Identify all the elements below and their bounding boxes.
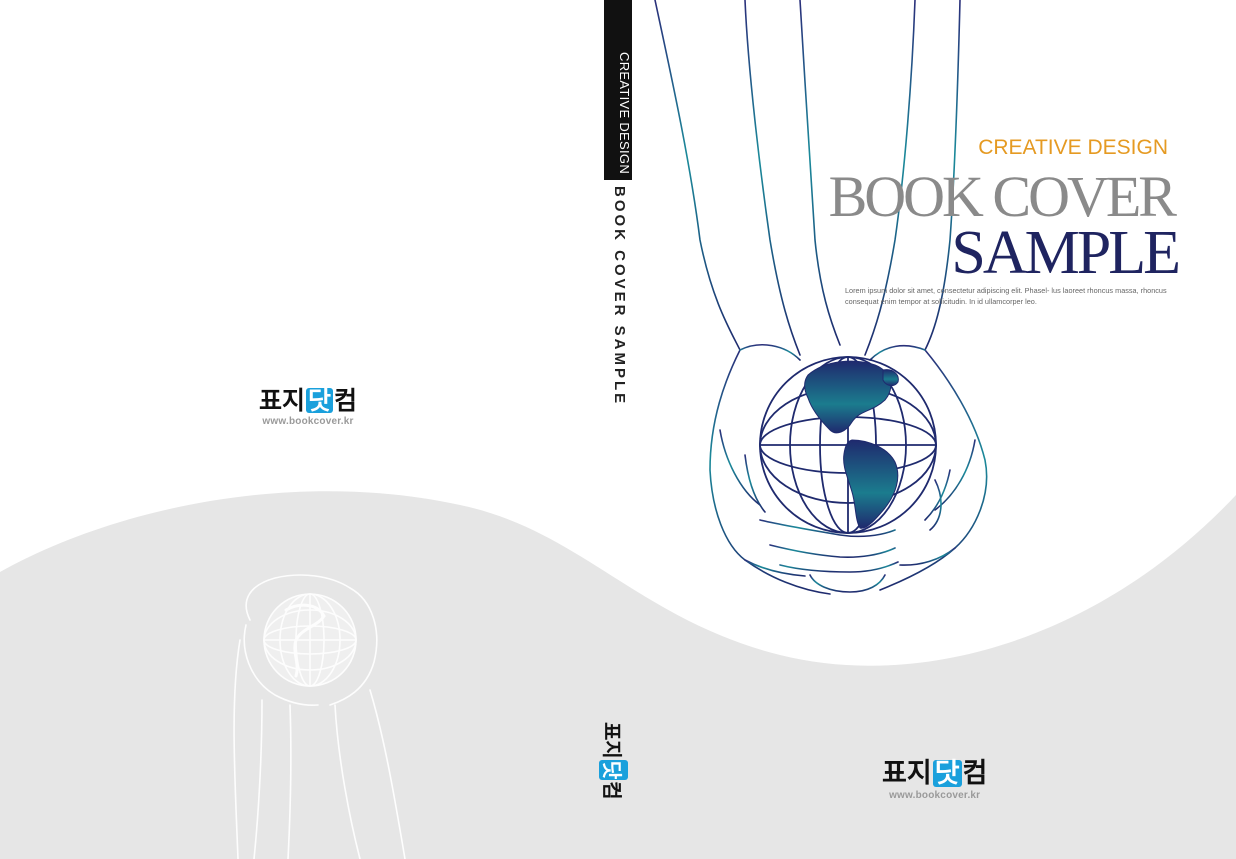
logo-part-2-accent: 닷 [306,386,334,415]
spine-logo-part-2-accent: 닷 [599,759,628,781]
logo-part-1: 표지 [882,758,932,789]
logo-wordmark: 표지 닷 컴 [259,388,357,413]
front-kicker: CREATIVE DESIGN [978,136,1168,159]
spine-logo-part-1: 표지 [600,722,624,759]
logo-wordmark: 표지 닷 컴 [882,760,987,787]
logo-url: www.bookcover.kr [889,790,981,801]
spine-title: BOOK COVER SAMPLE [611,186,628,407]
front-title-line1: BOOK COVER [828,164,1177,229]
spine-logo: 표지 닷 컴 [599,722,628,800]
front-title-line2: SAMPLE [951,219,1181,287]
logo-part-1: 표지 [259,386,306,415]
back-publisher-logo: 표지 닷 컴 www.bookcover.kr [259,388,357,427]
logo-url: www.bookcover.kr [262,416,354,427]
spine-logo-part-3: 컴 [600,781,624,800]
spine-label: CREATIVE DESIGN [617,52,632,175]
logo-part-2-accent: 닷 [932,758,962,789]
front-publisher-logo: 표지 닷 컴 www.bookcover.kr [882,760,987,801]
logo-part-3: 컴 [334,386,358,415]
front-blurb: Lorem ipsum dolor sit amet, consectetur … [845,286,1167,306]
logo-part-3: 컴 [962,758,988,789]
spine-label-bar [604,0,632,180]
